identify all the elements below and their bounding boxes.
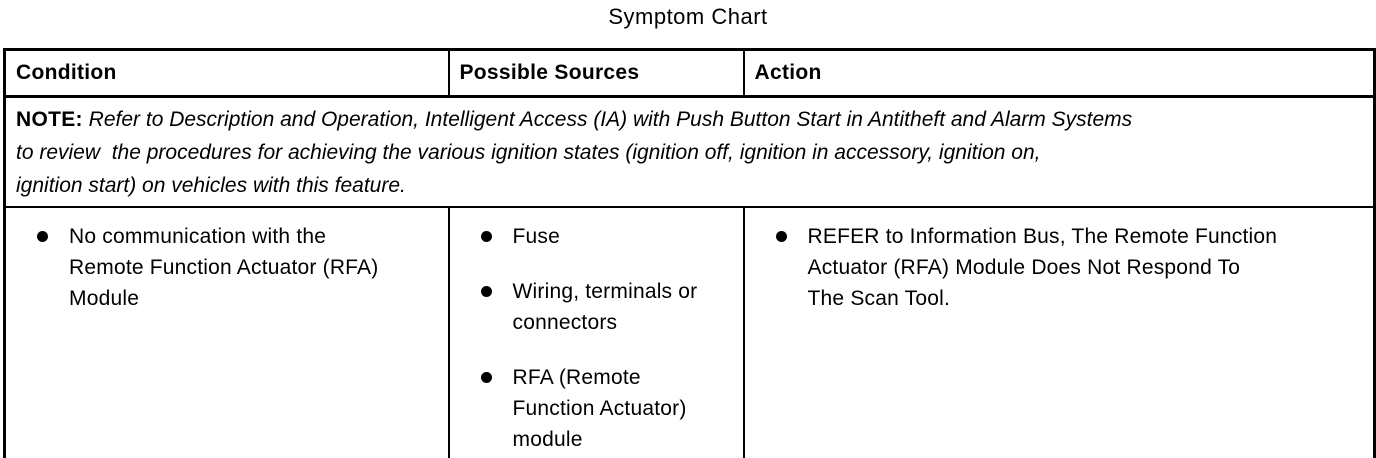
note-row: NOTE: Refer to Description and Operation… [3, 95, 1376, 208]
list-item: Fuse [450, 221, 737, 252]
note-text: Refer to Description and Operation, Inte… [16, 108, 1133, 197]
condition-cell: No communication with the Remote Functio… [3, 206, 450, 458]
source-item-text: Wiring, terminals or connectors [512, 280, 698, 334]
bullet-icon [480, 372, 492, 383]
source-item-text: Fuse [512, 225, 560, 248]
list-item: RFA (Remote Function Actuator) module [450, 362, 737, 455]
symptom-chart-table: Condition Possible Sources Action NOTE: … [3, 48, 1376, 458]
bullet-icon [775, 231, 787, 242]
bullet-icon [37, 231, 48, 242]
page-title: Symptom Chart [608, 4, 768, 29]
action-item-text: REFER to Information Bus, The Remote Fun… [807, 225, 1278, 310]
list-item: REFER to Information Bus, The Remote Fun… [745, 221, 1368, 314]
condition-item-text: No communication with the Remote Functio… [69, 225, 379, 310]
possible-sources-cell: Fuse Wiring, terminals or connectors RFA… [447, 206, 745, 458]
list-item: Wiring, terminals or connectors [450, 276, 737, 338]
bullet-icon [480, 286, 492, 297]
source-item-text: RFA (Remote Function Actuator) module [512, 366, 687, 451]
note-cell: NOTE: Refer to Description and Operation… [3, 95, 1376, 208]
header-cell-possible-sources: Possible Sources [447, 48, 745, 98]
note-label: NOTE: [16, 108, 83, 131]
header-cell-condition: Condition [3, 48, 450, 98]
header-cell-action: Action [742, 48, 1376, 98]
bullet-icon [480, 231, 492, 242]
action-cell: REFER to Information Bus, The Remote Fun… [742, 206, 1376, 458]
table-header-row: Condition Possible Sources Action [3, 48, 1376, 98]
possible-sources-list: Fuse Wiring, terminals or connectors RFA… [450, 221, 737, 455]
action-list: REFER to Information Bus, The Remote Fun… [745, 221, 1368, 314]
condition-list: No communication with the Remote Functio… [6, 221, 442, 314]
list-item: No communication with the Remote Functio… [6, 221, 442, 314]
symptom-data-row: No communication with the Remote Functio… [3, 206, 1376, 458]
